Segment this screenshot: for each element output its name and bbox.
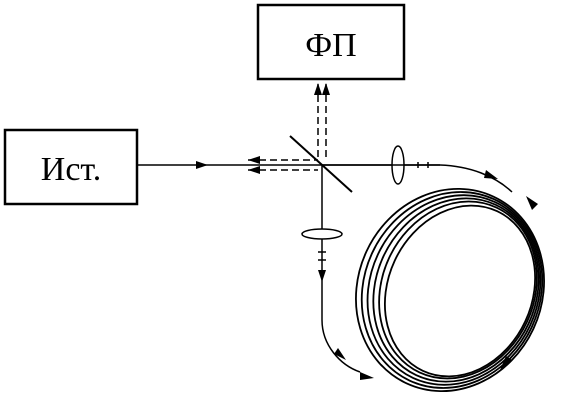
arrow-left-icon [248, 156, 260, 164]
arrow-up-icon [314, 83, 322, 95]
beam-splitter [289, 135, 353, 193]
down-beam [301, 165, 361, 373]
source-label: Ист. [41, 151, 101, 188]
input-beam [137, 156, 322, 174]
arrow-down-right-icon [334, 348, 346, 360]
arrow-coil-icon [526, 196, 538, 210]
photodetector-label: ФП [305, 27, 356, 64]
detector-beam [314, 83, 330, 160]
arrow-down-right-icon [484, 170, 498, 179]
source-box: Ист. [3, 128, 139, 206]
arrow-right-icon [196, 161, 208, 169]
arrow-up-icon [322, 83, 330, 95]
right-beam [322, 145, 513, 193]
arrow-coil-icon [360, 372, 374, 380]
arrow-down-icon [318, 270, 326, 282]
fiber-coil [355, 187, 545, 393]
lens-down [301, 228, 343, 240]
arrow-left-icon [248, 166, 260, 174]
arrow-coil-icon [500, 356, 512, 370]
photodetector-box: ФП [256, 3, 406, 81]
